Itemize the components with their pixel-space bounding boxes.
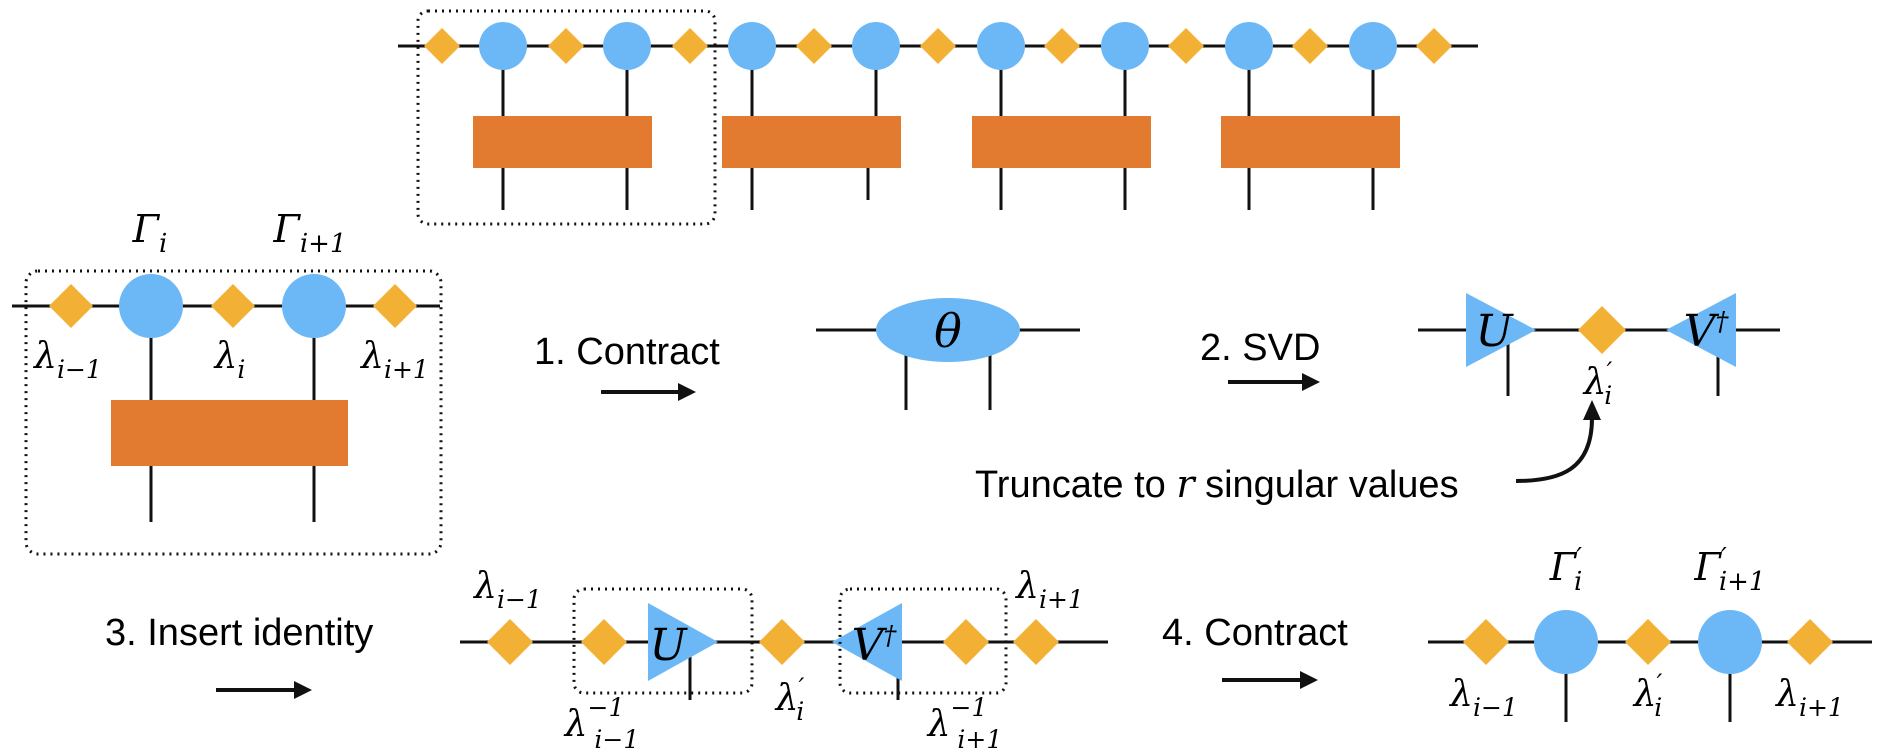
- truncate-arrow: [1515, 417, 1594, 483]
- top-selection-box: [416, 9, 717, 226]
- top-gate-rects: [473, 116, 1400, 168]
- truncate-annotation: Truncate to r singular values: [975, 400, 1601, 506]
- gamma-prime-circle: [1534, 610, 1598, 674]
- vdag-dotted-box: [838, 587, 1008, 695]
- lambda-ip1-label: λi+1: [1774, 674, 1844, 722]
- lambda-im1-label: λi−1: [1448, 674, 1518, 722]
- top-mps-chain: [398, 9, 1478, 226]
- step-3-label: 3. Insert identity: [105, 612, 373, 654]
- lambda-i-prime-label: λ′i: [1582, 357, 1613, 410]
- lambda-prime-diamond: [1578, 306, 1626, 354]
- gamma-i1-prime-label: Γ′i+1: [1694, 543, 1766, 597]
- lambda-diamond: [487, 619, 533, 665]
- u-label: U: [649, 620, 688, 671]
- lambda-diamond: [211, 284, 255, 328]
- lambda-inv-diamond: [943, 619, 989, 665]
- step-3: 3. Insert identity: [105, 612, 373, 699]
- gamma-prime-circle: [1698, 610, 1762, 674]
- lambda-prime-diamond: [759, 619, 805, 665]
- top-gamma-circles: [479, 22, 1397, 70]
- lambda-i-label: λi: [213, 336, 246, 384]
- lambda-prime-diamond: [1625, 619, 1671, 665]
- two-site-block: Γi Γi+1 λi−1 λi λi+1: [12, 207, 443, 556]
- arrow-head: [678, 383, 696, 401]
- lambda-diamond: [1787, 619, 1833, 665]
- theta-tensor: θ: [816, 298, 1080, 410]
- lambda-im1-label: λi−1: [32, 336, 102, 384]
- step-4-label: 4. Contract: [1162, 612, 1348, 654]
- u-triangle: [1466, 293, 1536, 367]
- lambda-diamond: [1013, 619, 1059, 665]
- top-lambda-diamonds: [424, 28, 1452, 64]
- u-triangle: [648, 603, 718, 681]
- vdag-triangle: [832, 603, 902, 681]
- lambda-ip1-label: λi+1: [1014, 566, 1084, 614]
- theta-ellipse: [876, 298, 1020, 362]
- lambda-diamond: [49, 284, 93, 328]
- lambda-inv-diamond: [581, 619, 627, 665]
- arrow-head: [294, 681, 312, 699]
- arrow-head: [1300, 671, 1318, 689]
- lambda-i-prime-label: λ′i: [774, 673, 805, 726]
- step-2-label: 2. SVD: [1200, 327, 1320, 369]
- gamma-i-prime-label: Γ′i: [1549, 543, 1583, 597]
- gamma-i1-label: Γi+1: [272, 207, 346, 259]
- gate-rect: [111, 400, 348, 466]
- vdag-triangle: [1666, 293, 1736, 367]
- u-label: U: [1475, 306, 1514, 357]
- svd-result: U V† λ′i: [1418, 293, 1780, 410]
- theta-label: θ: [934, 304, 962, 358]
- step-4: 4. Contract: [1162, 612, 1348, 689]
- gamma-circle: [119, 274, 183, 338]
- lambda-diamond: [373, 284, 417, 328]
- lambda-ip1-label: λi+1: [359, 336, 429, 384]
- block-dotted-box: [24, 269, 443, 556]
- step-1: 1. Contract: [534, 331, 720, 401]
- final-chain: Γ′i Γ′i+1 λi−1 λ′i λi+1: [1428, 543, 1872, 722]
- arrow-head: [1302, 373, 1320, 391]
- gamma-circle: [282, 274, 346, 338]
- gamma-i-label: Γi: [132, 207, 168, 259]
- truncate-label: Truncate to r singular values: [975, 462, 1459, 506]
- step-1-label: 1. Contract: [534, 331, 720, 373]
- lambda-i-prime-label: λ′i: [1632, 669, 1663, 722]
- lambda-diamond: [1463, 619, 1509, 665]
- step-2: 2. SVD: [1200, 327, 1320, 391]
- arrow-head: [1583, 400, 1601, 420]
- lambda-im1-label: λi−1: [472, 566, 542, 614]
- u-dotted-box: [572, 587, 754, 695]
